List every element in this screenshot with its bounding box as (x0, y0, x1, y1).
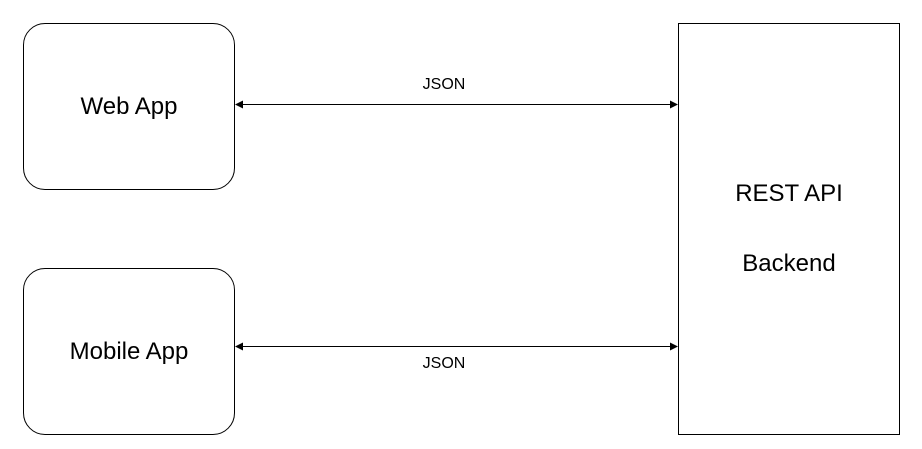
arrowhead-right-icon (670, 100, 678, 109)
edge-mobile-app-backend (235, 342, 678, 351)
mobile-edge-json-label: JSON (422, 355, 466, 372)
web-app-node[interactable]: Web App (23, 23, 235, 190)
mobile-app-label: Mobile App (69, 337, 189, 365)
arrowhead-left-icon (235, 342, 243, 351)
backend-label-line1: REST API (735, 180, 843, 207)
arrowhead-left-icon (235, 100, 243, 109)
web-edge-json-label: JSON (422, 76, 466, 93)
rest-api-backend-node[interactable]: REST API Backend (678, 23, 900, 435)
mobile-app-node[interactable]: Mobile App (23, 268, 235, 435)
web-app-label: Web App (80, 92, 178, 120)
backend-label-line2: Backend (742, 250, 836, 277)
edge-web-app-backend (235, 100, 678, 109)
arrowhead-right-icon (670, 342, 678, 351)
